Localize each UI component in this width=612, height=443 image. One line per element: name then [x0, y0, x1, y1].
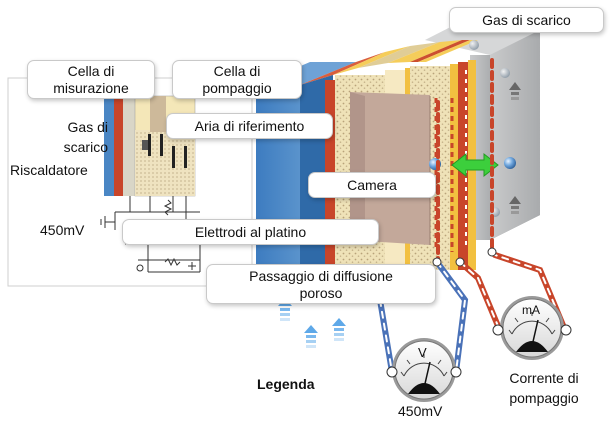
green-double-arrow-icon	[451, 152, 499, 178]
gas-particle	[504, 157, 516, 169]
label-corrente-di-pompaggio: Corrente di pompaggio	[498, 368, 590, 408]
label-text: Camera	[347, 177, 397, 193]
label-gas-di-scarico-top: Gas di scarico	[449, 7, 604, 33]
label-passaggio-di-diffusione: Passaggio di diffusione poroso	[206, 264, 436, 304]
label-line-2: poroso	[299, 285, 343, 301]
label-gas-di-scarico-left: Gas di scarico	[38, 117, 108, 157]
label-450mv-left: 450mV	[40, 222, 85, 238]
label-line-1: Cella di	[213, 63, 261, 79]
label-text: Elettrodi al platino	[194, 224, 307, 240]
label-line-2: scarico	[63, 139, 108, 155]
label-cella-di-misurazione: Cella di misurazione	[27, 60, 155, 99]
label-line-2: pompaggio	[509, 390, 579, 406]
label-cella-di-pompaggio: Cella di pompaggio	[172, 60, 302, 99]
label-line-2: pompaggio	[202, 80, 272, 96]
legend-title: Legenda	[257, 376, 315, 392]
label-text: Aria di riferimento	[194, 118, 305, 134]
ammeter-icon	[492, 296, 572, 360]
block-top-faces	[256, 40, 478, 85]
voltage-wires	[377, 259, 469, 375]
gas-particle	[500, 68, 510, 78]
label-line-1: Cella di	[67, 63, 115, 79]
legend-flow-arrows	[278, 298, 346, 348]
label-aria-di-riferimento: Aria di riferimento	[166, 113, 333, 139]
voltmeter-icon	[386, 338, 462, 402]
label-elettrodi-al-platino: Elettrodi al platino	[122, 219, 379, 245]
label-450mv-bottom: 450mV	[398, 403, 443, 419]
sensor-schematic-inset	[7, 77, 253, 287]
label-line-1: Gas di	[67, 119, 108, 135]
label-line-1: Passaggio di diffusione	[249, 268, 393, 284]
exhaust-flow-arrows	[509, 82, 521, 214]
label-riscaldatore: Riscaldatore	[10, 162, 88, 178]
voltmeter-unit: V	[418, 345, 427, 360]
wire-terminals	[432, 247, 497, 267]
gas-particle	[469, 40, 479, 50]
label-text: Gas di scarico	[482, 12, 571, 28]
ammeter-unit: mA	[522, 303, 540, 317]
label-camera: Camera	[308, 172, 436, 198]
label-line-2: misurazione	[53, 80, 129, 96]
label-line-1: Corrente di	[509, 370, 579, 386]
